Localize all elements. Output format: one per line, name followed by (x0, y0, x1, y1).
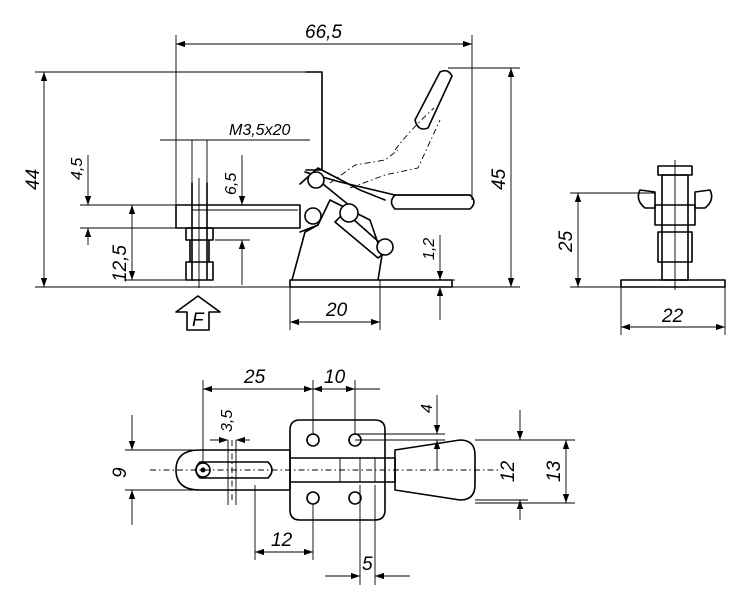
dimension-labels: 66,5 44 45 M3,5x20 4,5 6,5 12,5 1,2 20 F… (23, 22, 684, 575)
dim-top-12-right: 12 (498, 460, 519, 482)
dim-1-2: 1,2 (421, 238, 438, 260)
dim-base-width: 20 (325, 300, 348, 321)
dim-6-5: 6,5 (223, 173, 240, 195)
dimension-lines (35, 35, 726, 585)
end-view (620, 160, 726, 290)
screw-spec: M3,5x20 (229, 122, 290, 139)
dim-top-25: 25 (243, 367, 266, 388)
dim-top-12-bottom: 12 (271, 530, 293, 551)
dim-top-3-5: 3,5 (219, 410, 236, 432)
dim-end-base-width: 22 (661, 306, 684, 327)
dim-top-10: 10 (324, 367, 346, 388)
dim-overall-height: 44 (23, 169, 44, 190)
dim-top-4: 4 (419, 404, 436, 413)
force-label: F (192, 310, 205, 331)
top-view (150, 419, 500, 521)
dim-top-9: 9 (110, 467, 131, 478)
dim-12-5: 12,5 (110, 245, 131, 282)
side-view (175, 69, 475, 331)
dim-top-13: 13 (544, 460, 565, 482)
dim-overall-length: 66,5 (305, 22, 342, 43)
dim-top-5: 5 (362, 554, 373, 575)
dim-4-5: 4,5 (69, 158, 86, 180)
dim-end-height: 25 (556, 230, 577, 253)
dim-handle-height: 45 (489, 168, 510, 190)
